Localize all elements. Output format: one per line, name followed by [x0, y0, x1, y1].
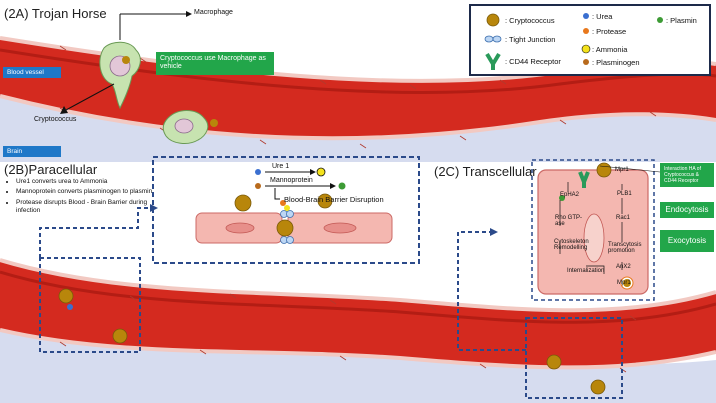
legend-plasmin: : Plasmin — [666, 16, 697, 25]
urea-molecule — [255, 169, 261, 175]
macrophage-label: Macrophage — [194, 9, 233, 16]
legend-cryptococcus: : Cryptococcus — [505, 16, 555, 25]
transcellular-zoom-frame — [531, 159, 655, 301]
panel-a-title: (2A) Trojan Horse — [4, 6, 107, 21]
paracellular-zoom-frame — [152, 156, 420, 264]
panel-c-title: (2C) Transcellular — [434, 164, 537, 179]
brain-tag: Brain — [3, 146, 61, 157]
cryptococcus-paracellular-left — [234, 194, 252, 212]
cd44-receptor-icon — [578, 171, 590, 188]
paracellular-zoom-source — [39, 257, 141, 353]
bullet-item: Mannoprotein converts plasminogen to pla… — [16, 188, 166, 196]
bullet-item: Ure1 converts urea to Ammonia — [16, 178, 166, 186]
cryptococcus-vessel-3 — [546, 354, 562, 370]
endocytosis-box: Endocytosis — [660, 202, 714, 218]
legend-urea: : Urea — [592, 12, 613, 21]
rac1-label: Rac1 — [616, 215, 631, 221]
cryptococcus-vessel-2 — [112, 328, 128, 344]
cryptococcus-label: Cryptococcus — [34, 116, 77, 123]
legend-cryptococcus-icon — [486, 13, 500, 27]
brain-tissue-bottom — [0, 320, 716, 403]
ammonia-junction — [284, 205, 290, 211]
urea-vessel — [67, 304, 73, 310]
bullet-item: Protease disrupts Blood - Brain Barrier … — [16, 199, 166, 216]
brain-tissue-top — [0, 95, 716, 162]
anx2-label: AnX2 — [616, 264, 631, 270]
vehicle-note: Cryptococcus use Macrophage as vehicle — [156, 52, 274, 75]
legend-plasminogen-icon — [583, 59, 589, 65]
cryptococcus-vessel-1 — [58, 288, 74, 304]
bbb-disruption-label: Blood-Brain Barrier Disruption — [284, 195, 384, 204]
cryptococcus-surface — [596, 162, 612, 178]
ure1-label: Ure 1 — [272, 163, 290, 170]
mpr1-top-label: Mpr1 — [615, 167, 629, 173]
ammonia-molecule — [316, 167, 326, 177]
legend-ammonia: : Ammonia — [592, 45, 628, 54]
rho-label: Rho GTP-ase — [555, 215, 583, 227]
epha2-label: EpHA2 — [560, 192, 580, 198]
legend-tight-junction-icon — [484, 35, 494, 43]
cryptococcus-brain — [210, 119, 218, 127]
cryptococcus-paracellular-right — [317, 193, 333, 209]
legend-protease-icon — [583, 28, 589, 34]
legend-icons — [484, 13, 663, 70]
plasminogen-molecule — [255, 183, 261, 189]
blood-vessel-tag: Blood vessel — [3, 67, 61, 78]
internalization-label: Internalization — [567, 268, 605, 274]
legend-urea-icon — [583, 13, 589, 19]
cryptococcus-inside — [559, 195, 565, 201]
legend-plasminogen: : Plasminogen — [592, 58, 640, 67]
panel-b-title: (2B)Paracellular — [4, 162, 98, 177]
legend-protease: : Protease — [592, 27, 627, 36]
legend-cd44-receptor: : CD44 Receptor — [505, 57, 561, 66]
cryptococcus-vessel-4 — [590, 379, 606, 395]
paracellular-bullets: Ure1 converts urea to Ammonia Mannoprote… — [6, 178, 166, 218]
transcellular-zoom-source — [525, 317, 623, 399]
cryptococcus-crossing — [276, 219, 294, 237]
mpr1-bottom-label: Mpr1 — [617, 280, 631, 286]
transcytosis-label: Transcytosis promotion — [608, 242, 642, 254]
legend-ammonia-icon — [581, 44, 591, 54]
legend-tight-junction: : Tight Junction — [505, 35, 556, 44]
exocytosis-box: Exocytosis — [660, 230, 714, 252]
legend-plasmin-icon — [657, 17, 663, 23]
plasmin-molecule — [338, 182, 346, 190]
cytoskeleton-label: Cytoskeleton Remodelling — [554, 239, 589, 251]
cryptococcus-in-macrophage — [122, 56, 130, 64]
interaction-note: Interaction HA of Cryptococcus & CD44 Re… — [660, 163, 714, 187]
blood-vessel-bottom — [0, 260, 716, 368]
plb1-label: PLB1 — [617, 191, 632, 197]
legend-box: : Cryptococcus : Tight Junction : CD44 R… — [469, 4, 711, 76]
mannoprotein-label: Mannoprotein — [270, 177, 313, 184]
protease-junction — [280, 200, 286, 206]
legend-cd44-icon — [485, 52, 501, 70]
